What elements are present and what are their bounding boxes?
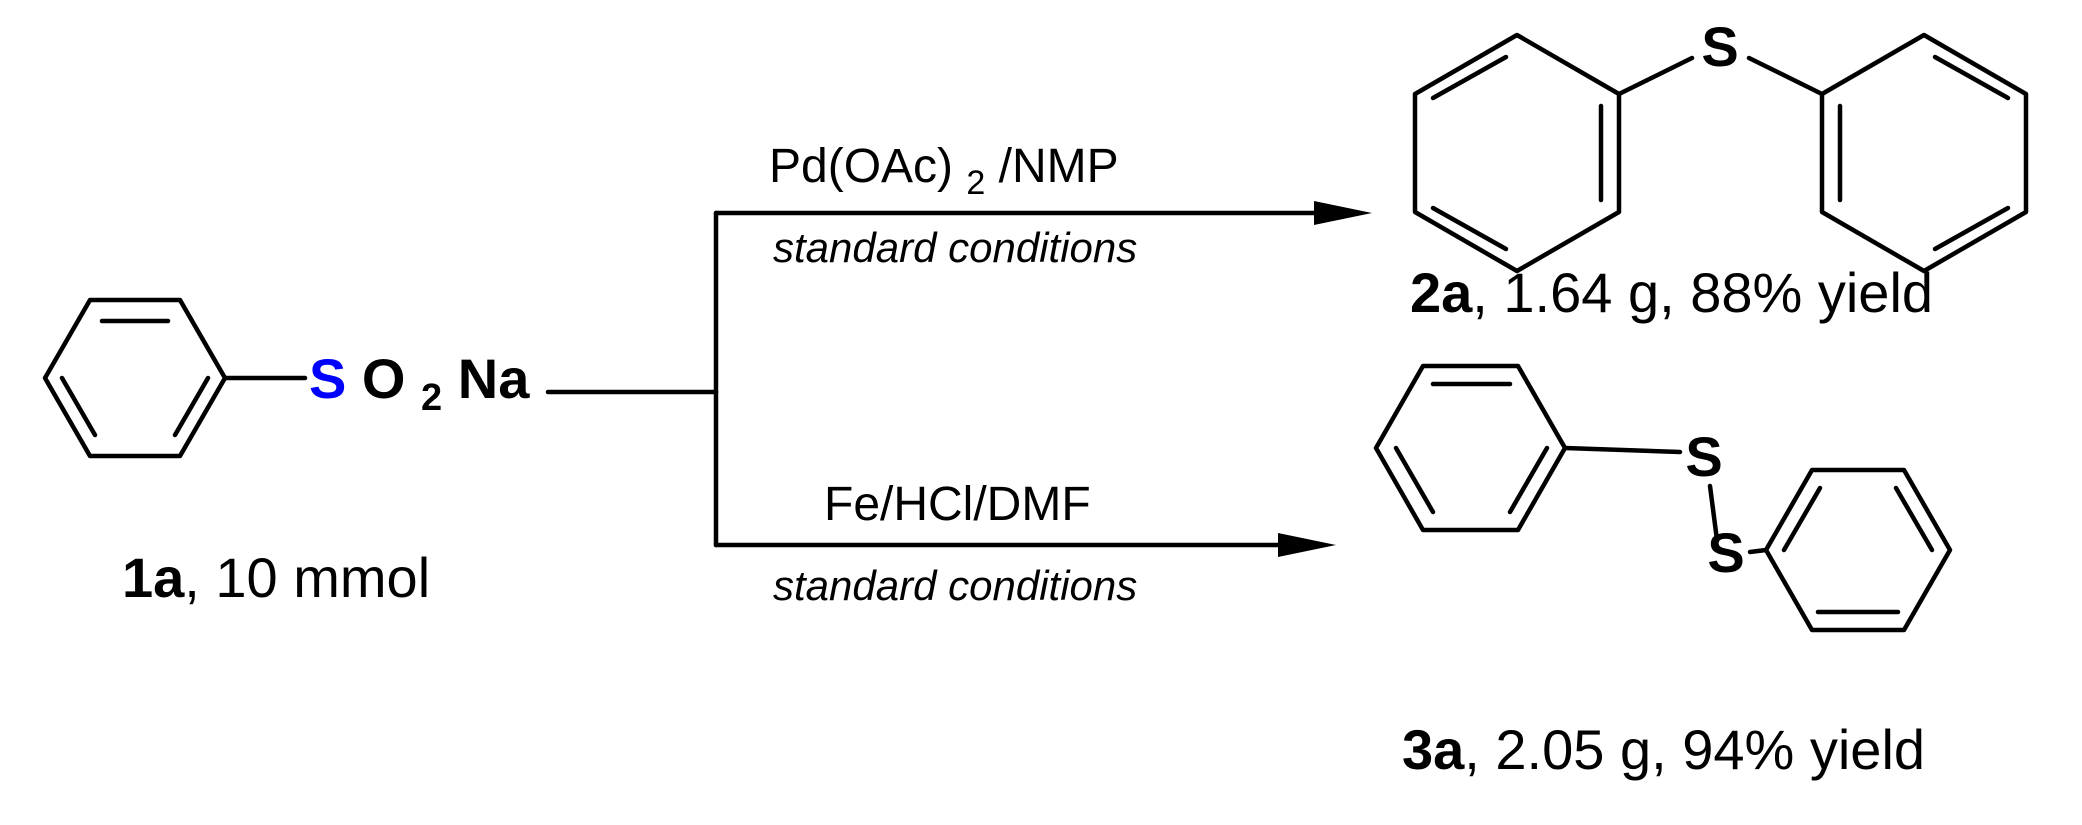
compound-label-1a: 1a, 10 mmol [122, 546, 430, 609]
compound-id-2a: 2a [1410, 261, 1473, 324]
reagent-top-tail: /NMP [999, 140, 1119, 193]
reagent-bottom: Fe/HCl/DMF [824, 478, 1091, 531]
starting-material-1a: S O 2 Na 1a, 10 mmol [42, 297, 530, 609]
sulfur-atom-3a-2: S [1707, 521, 1744, 584]
benzene-ring-2a-left [1412, 32, 1622, 274]
sodium-atom-1a: Na [458, 347, 530, 410]
compound-yield-2a: , 1.64 g, 88% yield [1472, 261, 1933, 324]
benzene-ring-1a [42, 297, 308, 459]
conditions-bottom: standard conditions [773, 562, 1137, 609]
sulfide-bonds-2a [1616, 55, 1825, 97]
reagent-top-subscript: 2 [966, 164, 985, 202]
compound-amount-1a: , 10 mmol [184, 546, 430, 609]
sulfinate-formula: S O 2 Na [309, 347, 530, 422]
compound-id-1a: 1a [122, 546, 185, 609]
arrow-bottom-head [1278, 533, 1336, 557]
benzene-ring-2a-right [1819, 32, 2029, 274]
product-3a: S S 3a, 2.05 g, 94% yield [1373, 363, 1953, 781]
reagent-top: Pd(OAc) 2 /NMP [769, 140, 1119, 205]
compound-yield-3a: , 2.05 g, 94% yield [1464, 718, 1925, 781]
sulfur-atom-3a-1: S [1685, 425, 1722, 488]
compound-label-2a: 2a, 1.64 g, 88% yield [1410, 261, 1933, 324]
sulfur-atom-2a: S [1701, 15, 1738, 78]
conditions-top: standard conditions [773, 224, 1137, 271]
sulfur-atom-1a: S [309, 347, 346, 410]
disulfide-bonds-3a [1562, 445, 1769, 555]
branching-arrow [545, 201, 1372, 557]
compound-label-3a: 3a, 2.05 g, 94% yield [1402, 718, 1925, 781]
oxygen-atom-1a: O [362, 347, 406, 410]
product-2a: S 2a, 1.64 g, 88% yield [1410, 15, 2029, 324]
compound-id-3a: 3a [1402, 718, 1465, 781]
benzene-ring-3a-right [1763, 467, 1953, 633]
oxygen-subscript-1a: 2 [421, 377, 442, 419]
reagent-top-main: Pd(OAc) [769, 140, 953, 193]
arrow-top-head [1314, 201, 1372, 225]
benzene-ring-3a-left [1373, 363, 1568, 533]
